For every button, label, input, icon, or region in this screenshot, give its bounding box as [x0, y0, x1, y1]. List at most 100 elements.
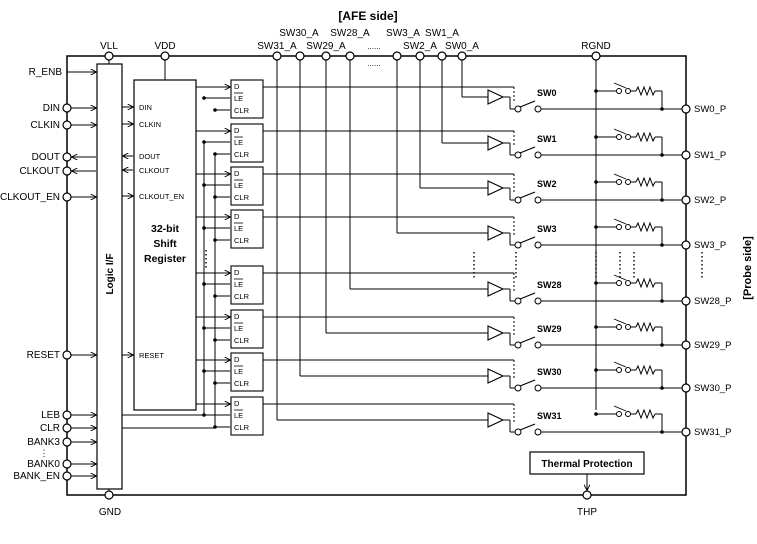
- latch-port-le: LE: [234, 280, 243, 289]
- left-pin-bank3: BANK3: [27, 437, 96, 448]
- thermal-protection-block: [529, 451, 645, 475]
- latch-port-d: D: [234, 126, 240, 135]
- latch-port-d: D: [234, 399, 240, 408]
- latch-block: [230, 396, 264, 436]
- latch-port-clr: CLR: [234, 292, 250, 301]
- pin-sw29-a: SW29_A: [306, 41, 346, 52]
- afe-side-label: [AFE side]: [338, 9, 397, 23]
- pin-thp: THP: [577, 507, 597, 518]
- sr-port-clkout-en: CLKOUT_EN: [139, 192, 184, 201]
- pin-sw1-a: SW1_A: [425, 28, 459, 39]
- pin-rgnd: RGND: [581, 41, 610, 52]
- latch-block: [230, 265, 264, 305]
- probe-pin-label: SW2_P: [694, 195, 726, 206]
- probe-pin-label: SW29_P: [694, 340, 732, 351]
- left-pin-label: LEB: [41, 410, 60, 421]
- sr-port-din: DIN: [139, 103, 152, 112]
- latch-port-d: D: [234, 355, 240, 364]
- top-pin-circles: [104, 51, 601, 61]
- switch-label: SW31: [537, 411, 562, 421]
- top-pins-ellipsis-2: ......: [367, 59, 380, 68]
- left-pin-label: CLKIN: [31, 120, 60, 131]
- latch-block: [230, 166, 264, 206]
- probe-pin-label: SW1_P: [694, 150, 726, 161]
- pin-sw31-a: SW31_A: [257, 41, 297, 52]
- left-pin-clkout: CLKOUT: [19, 166, 96, 177]
- latch-port-le: LE: [234, 94, 243, 103]
- sr-port-dout: DOUT: [139, 152, 161, 161]
- left-pins: R_ENB DIN CLKIN DOUT CLKOUT CLKOUT_EN: [0, 67, 96, 482]
- latch-port-d: D: [234, 169, 240, 178]
- probe-pin-label: SW30_P: [694, 383, 732, 394]
- left-pin-dout: DOUT: [32, 152, 96, 163]
- latch-port-clr: CLR: [234, 236, 250, 245]
- thermal-protection-label: Thermal Protection: [541, 459, 632, 470]
- switch-label: SW29: [537, 324, 562, 334]
- pin-vdd: VDD: [154, 41, 175, 52]
- pin-vll: VLL: [100, 41, 118, 52]
- left-pin-label: CLKOUT: [19, 166, 60, 177]
- latch-port-le: LE: [234, 224, 243, 233]
- latch-port-le: LE: [234, 138, 243, 147]
- pin-thp-circle: [582, 490, 592, 500]
- logic-if-block: [96, 63, 123, 490]
- latch-port-le: LE: [234, 411, 243, 420]
- left-pin-label: BANK0: [27, 459, 60, 470]
- left-pin-bank0: BANK0: [27, 459, 96, 470]
- latch-port-clr: CLR: [234, 193, 250, 202]
- switch-label: SW2: [537, 179, 557, 189]
- pin-sw28-a: SW28_A: [330, 28, 370, 39]
- left-pin-label: CLR: [40, 423, 60, 434]
- pin-sw2-a: SW2_A: [403, 41, 437, 52]
- latch-block: [230, 79, 264, 119]
- left-pin-din: DIN: [43, 103, 96, 114]
- left-pin-r-enb: R_ENB: [29, 67, 96, 78]
- shift-register-title-3: Register: [144, 253, 186, 265]
- latch-port-le: LE: [234, 324, 243, 333]
- probe-pin-label: SW0_P: [694, 104, 726, 115]
- chip-outline: [66, 55, 687, 496]
- switch-label: SW28: [537, 280, 562, 290]
- switch-label: SW30: [537, 367, 562, 377]
- switch-label: SW0: [537, 88, 557, 98]
- left-pin-label: BANK3: [27, 437, 60, 448]
- left-pin-bank-en: BANK_EN: [13, 471, 96, 482]
- shift-register-title-2: Shift: [153, 238, 177, 250]
- probe-side-label: [Probe side]: [742, 236, 754, 300]
- pin-gnd-circle: [104, 490, 114, 500]
- switch-label: SW1: [537, 134, 557, 144]
- left-pin-leb: LEB: [41, 410, 96, 421]
- left-pin-clkin: CLKIN: [31, 120, 96, 131]
- pin-sw3-a: SW3_A: [386, 28, 420, 39]
- latch-port-le: LE: [234, 181, 243, 190]
- latch-port-clr: CLR: [234, 423, 250, 432]
- latch-block: [230, 309, 264, 349]
- top-pins-ellipsis-1: ......: [367, 42, 380, 51]
- sr-port-clkout: CLKOUT: [139, 166, 170, 175]
- bank-ellipsis: ⋮: [40, 448, 49, 458]
- switch-label: SW3: [537, 224, 557, 234]
- pin-sw0-a: SW0_A: [445, 41, 479, 52]
- shift-register-block: [133, 79, 197, 411]
- left-pin-reset: RESET: [27, 350, 96, 361]
- left-pin-label: CLKOUT_EN: [0, 192, 60, 203]
- left-pin-label: DOUT: [32, 152, 60, 163]
- latch-port-d: D: [234, 212, 240, 221]
- latch-block: [230, 352, 264, 392]
- probe-pin-label: SW31_P: [694, 427, 732, 438]
- left-pin-label: DIN: [43, 103, 60, 114]
- latch-port-clr: CLR: [234, 336, 250, 345]
- left-pin-label: BANK_EN: [13, 471, 60, 482]
- latch-port-clr: CLR: [234, 150, 250, 159]
- left-pin-label: RESET: [27, 350, 60, 361]
